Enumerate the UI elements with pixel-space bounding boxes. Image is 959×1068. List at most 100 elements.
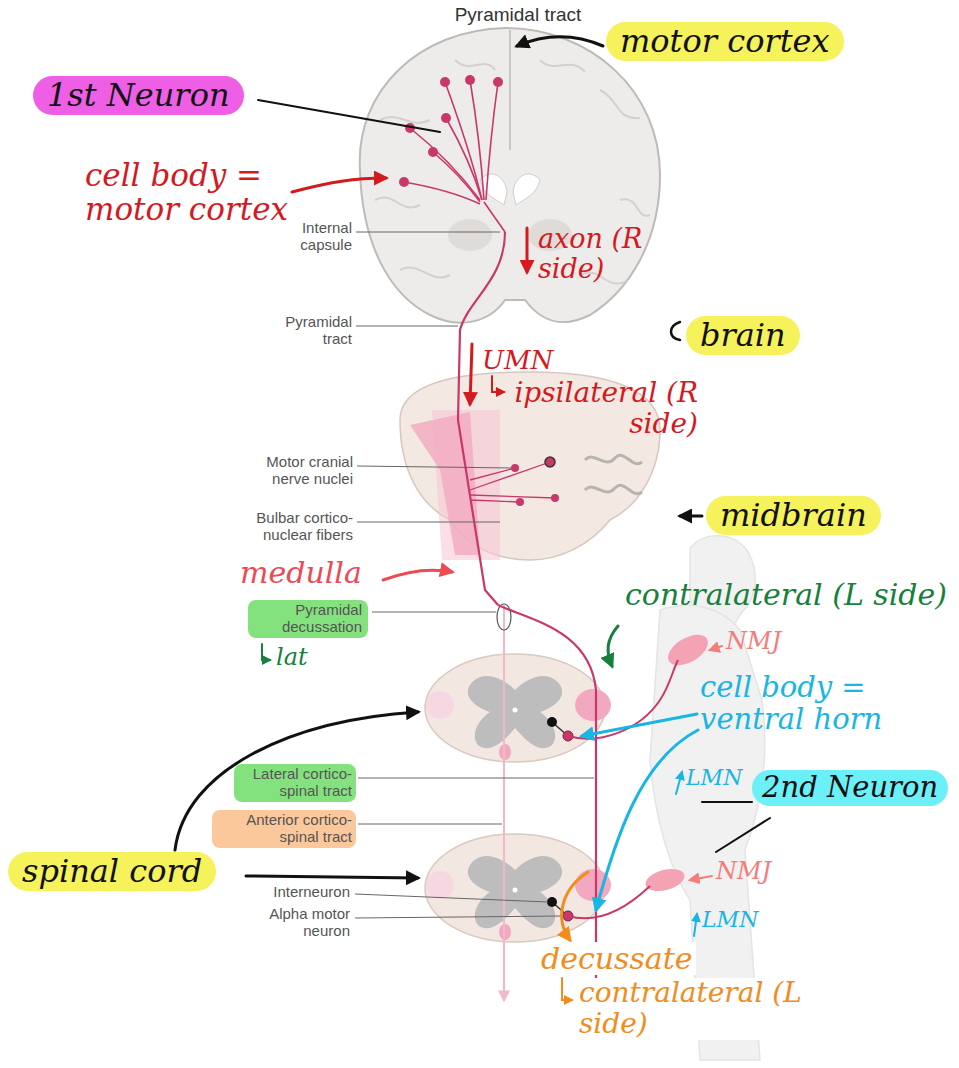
illustration-part [676,772,682,794]
illustration-part [509,30,511,150]
illustration-part [465,75,475,85]
annotation-label: cell body = ventral horn [700,672,950,736]
annotation-label: contralateral (L side) [576,978,842,1040]
annotation-label: medulla [240,556,362,589]
illustration-part [246,876,418,878]
illustration-part [511,464,519,472]
annotation-label: LMN [686,766,742,790]
illustration-part [399,177,409,187]
annotation-label: UMN [482,346,553,375]
node-text: motor cortex [620,24,830,59]
annotation-label: Bulbar cortico- nuclear fibers [238,510,353,544]
annotation-label: Pyramidal tract [262,314,352,348]
leader-lines [355,232,594,918]
annotation-label: ipsilateral (R side) [508,378,698,440]
highlight-label: 1st Neuron [33,76,244,115]
illustration-part [680,515,702,518]
tract-tag: Lateral cortico- spinal tract [234,764,356,802]
annotation-label: lat [276,644,308,670]
illustration-part [562,978,572,1000]
illustration-part [355,916,563,918]
annotation-arrows [175,37,770,1000]
anterior-tract-line [503,605,505,1000]
lower-motor-axon [568,886,650,918]
neuron-cell-bodies [399,75,503,187]
annotation-label: contralateral (L side) [612,578,947,611]
annotation-label: Motor cranial nerve nuclei [238,454,353,488]
illustration-part [428,147,438,157]
illustration-part [516,498,524,506]
upper-motor-neurons [404,80,505,232]
illustration-part [404,182,480,204]
illustration-part [410,412,480,555]
illustration-part [716,818,770,852]
illustration-part [446,118,482,200]
node-text: Anterior cortico- spinal tract [216,812,352,846]
annotation-label: Internal capsule [272,220,352,254]
illustration-part [470,344,472,404]
muscle [643,865,687,895]
illustration-part [470,80,484,200]
illustration-part [694,914,697,936]
diagram-title: Pyramidal tract [398,4,638,25]
muscle [663,629,713,672]
illustration-part [582,714,697,736]
illustration-part [292,178,386,192]
annotation-label: cell body = motor cortex [85,158,290,226]
illustration-part [175,712,418,850]
illustration-part [440,77,450,87]
highlight-label: midbrain [706,496,881,535]
illustration-part [596,730,698,910]
illustration-part [357,466,512,468]
illustration-part [585,455,642,493]
node-text: spinal cord [22,854,202,889]
illustration-part [486,82,498,200]
illustration-part [513,174,540,205]
illustration-part [425,834,611,942]
illustration-part [551,494,559,502]
corticospinal-tract [458,232,505,605]
node-text: Lateral cortico- spinal tract [238,766,352,800]
illustration-part [493,77,503,87]
illustration-part [356,326,458,327]
illustration-part [262,644,270,660]
illustration-part [608,626,618,666]
illustration-part [441,113,451,123]
illustration-part [562,872,588,940]
annotation-label: LMN [702,908,758,932]
illustration-part [671,322,680,340]
illustration-part [358,824,502,825]
illustration-part [358,778,594,779]
illustration-part [425,654,611,762]
annotation-label: axon (R side) [538,224,673,283]
illustration-part [360,28,660,323]
node-text: 2nd Neuron [762,772,938,804]
illustration-part [492,376,504,392]
illustration-part [357,522,500,523]
brain-section [360,28,660,323]
illustration-part [517,37,603,46]
annotation-label: NMJ [726,628,781,654]
illustration-part [545,457,555,467]
annotation-label: decussate [538,942,696,975]
annotation-label: Interneuron [250,884,350,901]
highlight-label: spinal cord [8,852,216,891]
illustration-part [372,612,496,613]
node-text: brain [700,318,786,353]
tract-tag: Pyramidal decussation [248,600,368,638]
node-text: midbrain [720,498,867,533]
illustration-part [448,219,492,251]
illustration-part [356,232,500,233]
illustration-part [484,202,505,232]
node-text: Pyramidal decussation [254,602,362,636]
node-text: 1st Neuron [47,78,230,113]
illustration-part [258,100,440,132]
illustration-part [710,646,722,650]
highlight-label: 2nd Neuron [752,770,948,806]
annotation-label: Alpha motor neuron [250,906,350,940]
annotation-label: NMJ [716,858,771,884]
illustration-part [526,228,529,272]
lateral-tract-line [498,605,596,1000]
illustration-part [690,876,712,880]
